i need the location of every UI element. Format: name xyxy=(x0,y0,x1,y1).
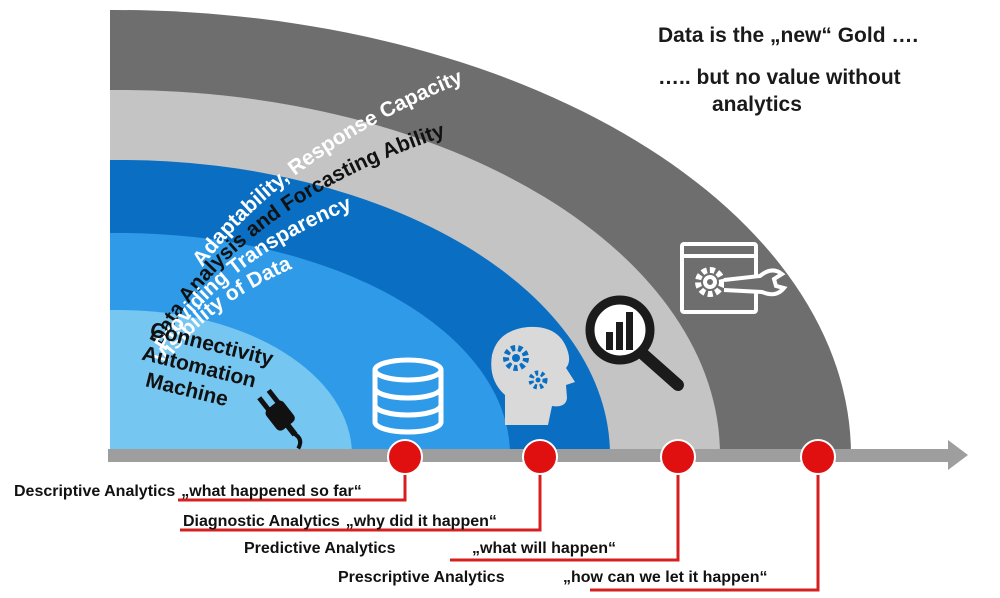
core-label: Connectivity Automation Machine xyxy=(140,318,276,411)
label-prescriptive-question: „how can we let it happen“ xyxy=(563,569,767,586)
label-prescriptive-name: Prescriptive Analytics xyxy=(338,569,505,586)
database-icon xyxy=(372,357,444,435)
headline-line-2: ….. but no value without xyxy=(658,66,901,89)
marker-descriptive xyxy=(387,439,423,475)
connector-diagnostic xyxy=(180,457,542,532)
marker-prescriptive xyxy=(800,439,836,475)
marker-diagnostic xyxy=(522,439,558,475)
magnifier-chart-icon xyxy=(585,295,684,391)
browser-wrench-icon xyxy=(680,242,788,314)
marker-predictive xyxy=(660,439,696,475)
connector-predictive xyxy=(450,457,680,562)
timeline-arrowhead xyxy=(948,440,968,470)
label-predictive-question: „what will happen“ xyxy=(472,540,616,557)
label-descriptive: Descriptive Analytics„what happened so f… xyxy=(14,483,362,500)
headline-line-1: Data is the „new“ Gold …. xyxy=(658,24,918,47)
label-diagnostic: Diagnostic Analytics„why did it happen“ xyxy=(183,513,497,530)
connector-prescriptive xyxy=(590,457,820,592)
headline-line-3: analytics xyxy=(712,93,802,116)
head-gears-icon xyxy=(491,326,575,425)
plug-icon xyxy=(257,388,303,450)
label-predictive-name: Predictive Analytics xyxy=(244,540,396,557)
